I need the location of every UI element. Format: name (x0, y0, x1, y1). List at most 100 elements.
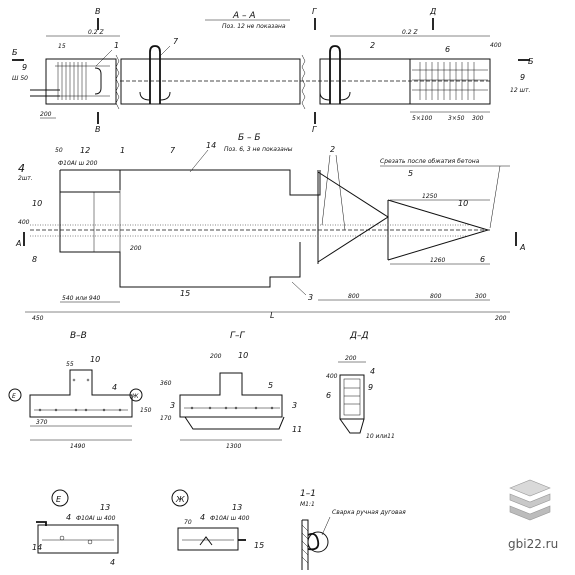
vv-detail-zh-mark (129, 388, 143, 402)
detail-e-mark: Е (56, 495, 62, 504)
section-dd: Д–Д 200 4 9 6 10 или11 400 (326, 331, 395, 440)
aa-callout-7: 7 (173, 37, 179, 46)
detail-zh-callout-15: 15 (254, 541, 264, 550)
vv-dim-150: 150 (140, 407, 152, 414)
detail-e-callout-4: 4 (66, 513, 71, 522)
bb-dim-400: 400 (18, 219, 30, 226)
dd-profile (339, 374, 365, 420)
vv-callout-4: 4 (112, 383, 117, 392)
dd-dim-400: 400 (326, 373, 338, 380)
gg-dim-200: 200 (210, 353, 222, 360)
section-vv: В–В 10 4 Е Ж 370 1490 55 150 (8, 331, 152, 450)
section-aa-note: Поз. 12 не показана (222, 23, 286, 30)
gg-dim-1300: 1300 (226, 443, 241, 450)
section-dd-title: Д–Д (349, 331, 369, 341)
section-aa-title: А – А (232, 11, 256, 21)
vv-dim-370: 370 (36, 419, 48, 426)
gg-callout-3-left: 3 (170, 401, 175, 410)
aa-cut-g-top: Г (312, 7, 317, 16)
aa-qty-12: 12 шт. (510, 87, 531, 94)
detail-e: Е 13 Ф10АI ш 400 4 14 4 (32, 489, 119, 567)
bb-dim-1250: 1250 (422, 193, 437, 200)
watermark-text: gbi22.ru (508, 537, 558, 551)
aa-callout-9: 9 (22, 63, 27, 72)
dd-callout-9: 9 (368, 383, 373, 392)
detail-zh-callout-4: 4 (200, 513, 205, 522)
bb-qty-2: 2шт. (18, 175, 33, 182)
aa-dim-400: 400 (490, 42, 502, 49)
bb-callout-15: 15 (180, 289, 190, 298)
aa-dim-02-left: 0.2 Z (88, 29, 104, 36)
bb-dim-L: L (270, 311, 274, 320)
aa-callout-2: 2 (370, 41, 375, 50)
gg-callout-5: 5 (268, 381, 273, 390)
aa-cut-v-bottom: В (95, 125, 101, 134)
bb-callout-7: 7 (170, 146, 176, 155)
aa-dim-200: 200 (40, 111, 52, 118)
section-gg: Г–Г 10 5 3 3 11 200 360 170 1300 (160, 331, 302, 450)
detail-zh-callout-13: 13 (232, 503, 242, 512)
aa-cut-d-top: Д (429, 7, 436, 16)
detail-e-callout-14: 14 (32, 543, 42, 552)
gg-callout-11: 11 (292, 425, 302, 434)
aa-cut-b-left: Б (12, 48, 18, 57)
dd-dim-200: 200 (345, 355, 357, 362)
bb-cut-a-left: А (15, 239, 21, 248)
bb-callout-14: 14 (206, 141, 216, 150)
bb-dim-200v: 200 (130, 245, 142, 252)
bb-callout-3: 3 (308, 293, 313, 302)
bb-cut-note: Срезать после обжатия бетона (380, 158, 480, 165)
bb-callout-10-left: 10 (32, 199, 42, 208)
aa-cut-b-right: Б (528, 57, 534, 66)
gg-dim-170: 170 (160, 415, 172, 422)
detail-zh-dim-70: 70 (184, 519, 192, 526)
vv-dim-1490: 1490 (70, 443, 85, 450)
section-vv-title: В–В (70, 331, 87, 341)
bb-callout-6: 6 (480, 255, 485, 264)
section-one-title: 1–1 (300, 489, 316, 499)
aa-mid-body (120, 58, 301, 105)
aa-right-end (409, 58, 491, 105)
vv-detail-e: Е (12, 393, 16, 400)
section-one: 1–1 М1:1 Сварка ручная дуговая (300, 489, 406, 570)
gg-callout-3: 3 (292, 401, 297, 410)
bb-dim-540: 540 или 940 (62, 295, 101, 302)
vv-detail-e-mark (8, 388, 22, 402)
bb-callout-4: 4 (18, 162, 25, 175)
detail-e-rebar: Ф10АI ш 400 (76, 515, 116, 522)
bb-dim-800-b: 800 (430, 293, 442, 300)
section-bb: Б – Б Поз. 6, 3 не показаны Срезать посл… (15, 133, 525, 322)
aa-callout-1: 1 (114, 41, 119, 50)
section-bb-note: Поз. 6, 3 не показаны (224, 146, 293, 153)
bb-callout-10: 10 (458, 199, 468, 208)
section-gg-title: Г–Г (230, 331, 246, 341)
bb-callout-12: 12 (80, 146, 90, 155)
vv-detail-zh: Ж (131, 393, 139, 400)
aa-dim-3x50: 3×50 (448, 115, 465, 122)
aa-dim-02-right: 0.2 Z (402, 29, 418, 36)
bb-dim-200: 200 (495, 315, 507, 322)
aa-left-end (45, 58, 117, 105)
section-one-scale: М1:1 (300, 501, 315, 508)
section-bb-title: Б – Б (238, 133, 261, 143)
bb-dim-450: 450 (32, 315, 44, 322)
bb-callout-2: 2 (330, 145, 335, 154)
aa-dim-300: 300 (472, 115, 484, 122)
aa-dim-5x100: 5×100 (412, 115, 432, 122)
aa-right-mesh (412, 62, 488, 100)
bb-bottom-outline (59, 192, 301, 288)
watermark: gbi22.ru (508, 479, 558, 551)
aa-cut-v-top: В (95, 7, 101, 16)
section-aa: А – А Поз. 12 не показана (12, 7, 534, 134)
detail-zh: Ж 13 Ф10АI ш 400 4 15 70 (171, 489, 264, 551)
bb-left-cap (59, 169, 121, 193)
bb-cut-a-right: А (519, 243, 525, 252)
dd-note-10: 10 или11 (366, 433, 395, 440)
vv-profile (29, 369, 133, 418)
bb-callout-1: 1 (120, 146, 125, 155)
aa-lift-loop-right (329, 45, 341, 104)
bb-callout-5: 5 (408, 169, 413, 178)
bb-taper (317, 171, 389, 263)
aa-callout-9-right: 9 (520, 73, 525, 82)
aa-left-mesh (55, 62, 110, 100)
